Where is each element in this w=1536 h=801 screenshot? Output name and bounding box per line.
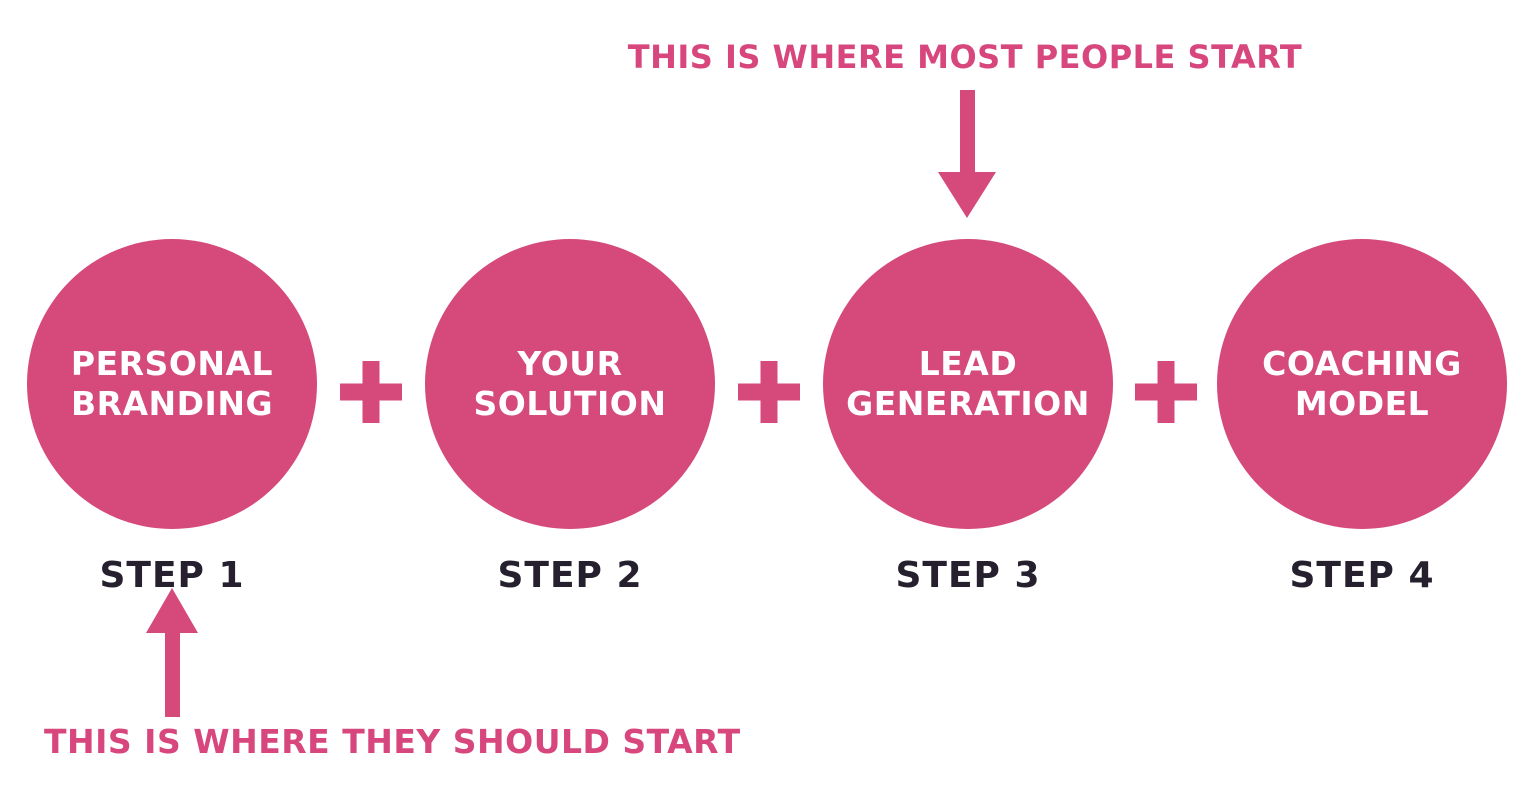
step-group-4: COACHING MODEL STEP 4 xyxy=(1217,239,1507,596)
step-circle: PERSONAL BRANDING xyxy=(27,239,317,529)
circle-label: LEAD GENERATION xyxy=(846,344,1090,423)
annotation-top: THIS IS WHERE MOST PEOPLE START xyxy=(627,38,1303,76)
plus-icon xyxy=(340,361,402,423)
step-label: STEP 4 xyxy=(1289,555,1435,596)
arrow-up-icon xyxy=(146,588,198,717)
annotation-bottom: THIS IS WHERE THEY SHOULD START xyxy=(44,722,741,761)
circle-label: PERSONAL BRANDING xyxy=(70,344,274,423)
plus-icon xyxy=(738,361,800,423)
step-circle: LEAD GENERATION xyxy=(823,239,1113,529)
arrow-down-icon xyxy=(938,90,996,218)
arrow-down-head xyxy=(938,172,996,218)
step-group-1: PERSONAL BRANDING STEP 1 xyxy=(27,239,317,596)
plus-icon xyxy=(1135,361,1197,423)
step-circle: COACHING MODEL xyxy=(1217,239,1507,529)
step-group-2: YOUR SOLUTION STEP 2 xyxy=(425,239,715,596)
circle-label: YOUR SOLUTION xyxy=(473,344,667,423)
step-group-3: LEAD GENERATION STEP 3 xyxy=(823,239,1113,596)
arrow-up-head xyxy=(146,588,198,633)
step-label: STEP 3 xyxy=(895,555,1041,596)
arrow-down-shaft xyxy=(959,90,975,172)
step-circle: YOUR SOLUTION xyxy=(425,239,715,529)
step-label: STEP 2 xyxy=(497,555,643,596)
circle-label: COACHING MODEL xyxy=(1262,344,1462,423)
arrow-up-shaft xyxy=(164,633,180,717)
